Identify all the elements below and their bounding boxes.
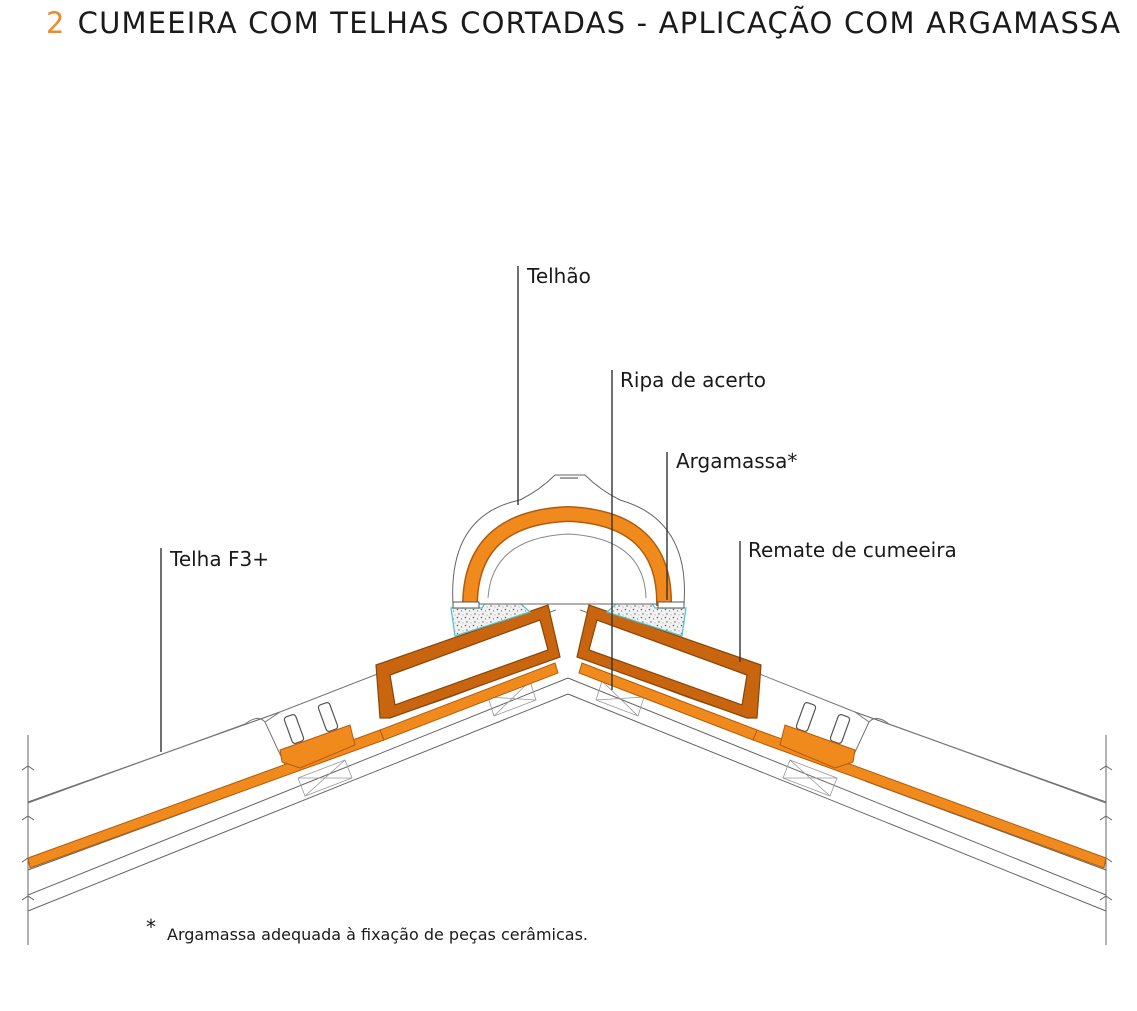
footnote-text: Argamassa adequada à fixação de peças ce…: [167, 925, 588, 944]
tile-clips: [283, 702, 851, 744]
leader-lines: [160, 266, 741, 752]
label-argamassa: Argamassa*: [676, 449, 797, 473]
label-telhao: Telhão: [526, 264, 591, 288]
ridge-cap: [452, 474, 685, 609]
label-ripa-de-acerto: Ripa de acerto: [620, 368, 766, 392]
ridge-closures: [375, 604, 762, 719]
section-title: CUMEEIRA COM TELHAS CORTADAS - APLICAÇÃO…: [77, 6, 1122, 40]
section-number: 2: [46, 6, 66, 40]
label-telha-f3: Telha F3+: [169, 547, 269, 571]
tile-outlines: [27, 609, 1107, 804]
footnote-mark: *: [146, 915, 156, 939]
label-remate-de-cumeeira: Remate de cumeeira: [748, 538, 957, 562]
page-title: 2 CUMEEIRA COM TELHAS CORTADAS - APLICAÇÃ…: [46, 6, 1121, 40]
roof-tiles: [27, 662, 1107, 869]
